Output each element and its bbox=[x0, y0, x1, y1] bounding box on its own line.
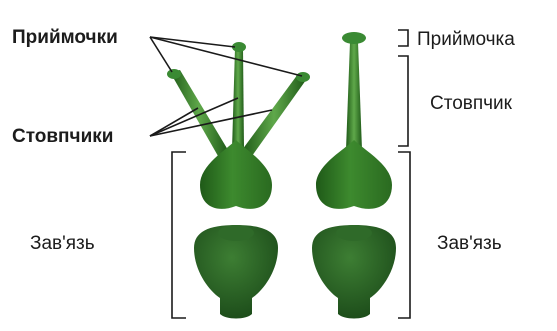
leader-lines bbox=[150, 37, 302, 136]
bracket-ovary-right bbox=[398, 152, 410, 318]
left-pistil bbox=[167, 42, 310, 319]
label-ovary-right: Зав'язь bbox=[437, 234, 502, 253]
left-style-branch-left bbox=[170, 70, 228, 156]
right-style bbox=[346, 42, 362, 150]
right-stigma bbox=[342, 32, 366, 44]
bracket-stigma-right bbox=[398, 30, 408, 46]
left-ovary-cap bbox=[218, 225, 254, 241]
label-stigma-right: Приймочка bbox=[417, 30, 515, 49]
leader-styles-left bbox=[150, 108, 198, 136]
label-stigmas-left: Приймочки bbox=[12, 28, 118, 47]
label-ovary-left: Зав'язь bbox=[30, 234, 95, 253]
right-pistil bbox=[312, 32, 396, 319]
label-style-right: Стовпчик bbox=[430, 94, 512, 113]
left-ovary-top bbox=[200, 140, 272, 209]
label-styles-left: Стовпчики bbox=[12, 127, 113, 146]
leader-stigmas-center bbox=[150, 37, 235, 47]
bracket-ovary-left bbox=[172, 152, 186, 318]
right-ovary-cap bbox=[336, 225, 372, 241]
left-stigma-right bbox=[296, 72, 310, 82]
left-stigma-left bbox=[167, 69, 181, 79]
right-ovary-top bbox=[316, 140, 392, 209]
bracket-style-right bbox=[398, 56, 408, 146]
